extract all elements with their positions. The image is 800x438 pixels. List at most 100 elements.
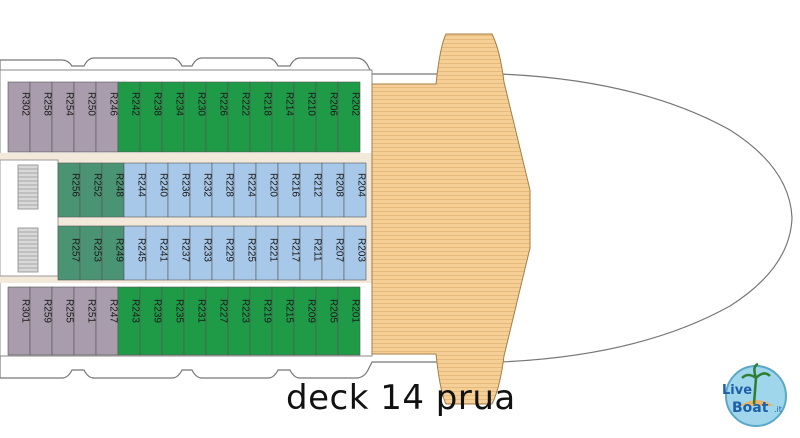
cabin-r302: R302 bbox=[7, 81, 31, 153]
cabin-r231: R231 bbox=[183, 286, 207, 356]
cabin-r238: R238 bbox=[139, 81, 163, 153]
cabin-r257: R257 bbox=[57, 225, 81, 281]
cabin-number: R243 bbox=[130, 299, 141, 323]
cabin-number: R218 bbox=[262, 92, 273, 116]
cabin-number: R223 bbox=[240, 299, 251, 323]
cabin-r246: R246 bbox=[95, 81, 119, 153]
cabin-r220: R220 bbox=[255, 162, 279, 218]
cabin-r255: R255 bbox=[51, 286, 75, 356]
cabin-number: R241 bbox=[158, 238, 169, 262]
cabin-r301: R301 bbox=[7, 286, 31, 356]
cabin-r247: R247 bbox=[95, 286, 119, 356]
cabin-number: R206 bbox=[328, 92, 339, 116]
cabin-number: R235 bbox=[174, 299, 185, 323]
cabin-number: R201 bbox=[350, 299, 361, 323]
island-icon bbox=[740, 400, 774, 406]
cabin-number: R217 bbox=[290, 238, 301, 262]
cabin-r244: R244 bbox=[123, 162, 147, 218]
cabin-number: R258 bbox=[42, 92, 53, 116]
cabin-number: R230 bbox=[196, 92, 207, 116]
cabin-r224: R224 bbox=[233, 162, 257, 218]
cabin-r256: R256 bbox=[57, 162, 81, 218]
cabin-number: R220 bbox=[268, 173, 279, 197]
cabin-r240: R240 bbox=[145, 162, 169, 218]
cabin-number: R227 bbox=[218, 299, 229, 323]
deck-caption: deck 14 prua bbox=[286, 378, 516, 418]
cabin-r230: R230 bbox=[183, 81, 207, 153]
cabin-number: R225 bbox=[246, 238, 257, 262]
cabin-number: R242 bbox=[130, 92, 141, 116]
cabin-number: R247 bbox=[108, 299, 119, 323]
cabin-number: R249 bbox=[114, 238, 125, 262]
cabin-number: R209 bbox=[306, 299, 317, 323]
cabin-r229: R229 bbox=[211, 225, 235, 281]
cabin-number: R237 bbox=[180, 238, 191, 262]
cabin-r236: R236 bbox=[167, 162, 191, 218]
cabin-r250: R250 bbox=[73, 81, 97, 153]
cabin-number: R214 bbox=[284, 92, 295, 116]
liveboat-logo: Live Boat .it bbox=[722, 362, 787, 427]
cabin-r216: R216 bbox=[277, 162, 301, 218]
cabin-r243: R243 bbox=[117, 286, 141, 356]
cabin-number: R238 bbox=[152, 92, 163, 116]
cabin-r254: R254 bbox=[51, 81, 75, 153]
cabin-number: R255 bbox=[64, 299, 75, 323]
cabin-number: R228 bbox=[224, 173, 235, 197]
cabin-number: R207 bbox=[334, 238, 345, 262]
cabin-r201: R201 bbox=[337, 286, 361, 356]
cabin-number: R302 bbox=[20, 92, 31, 116]
cabin-number: R231 bbox=[196, 299, 207, 323]
cabin-number: R259 bbox=[42, 299, 53, 323]
forward-deck bbox=[371, 33, 531, 405]
cabin-r221: R221 bbox=[255, 225, 279, 281]
cabin-r237: R237 bbox=[167, 225, 191, 281]
cabin-r258: R258 bbox=[29, 81, 53, 153]
cabin-number: R232 bbox=[202, 173, 213, 197]
cabin-r241: R241 bbox=[145, 225, 169, 281]
cabin-r235: R235 bbox=[161, 286, 185, 356]
cabin-r242: R242 bbox=[117, 81, 141, 153]
cabin-number: R234 bbox=[174, 92, 185, 116]
cabin-r232: R232 bbox=[189, 162, 213, 218]
cabin-r203: R203 bbox=[343, 225, 367, 281]
cabin-number: R248 bbox=[114, 173, 125, 197]
cabin-number: R257 bbox=[70, 238, 81, 262]
cabin-r239: R239 bbox=[139, 286, 163, 356]
cabin-r214: R214 bbox=[271, 81, 295, 153]
cabin-number: R301 bbox=[20, 299, 31, 323]
cabin-r202: R202 bbox=[337, 81, 361, 153]
cabin-number: R229 bbox=[224, 238, 235, 262]
cabin-r259: R259 bbox=[29, 286, 53, 356]
cabin-number: R256 bbox=[70, 173, 81, 197]
cabin-r228: R228 bbox=[211, 162, 235, 218]
cabin-number: R254 bbox=[64, 92, 75, 116]
logo-text-boat: Boat bbox=[732, 400, 769, 416]
cabin-number: R210 bbox=[306, 92, 317, 116]
cabin-number: R205 bbox=[328, 299, 339, 323]
cabin-number: R244 bbox=[136, 173, 147, 197]
cabin-r206: R206 bbox=[315, 81, 339, 153]
cabin-number: R233 bbox=[202, 238, 213, 262]
cabin-number: R250 bbox=[86, 92, 97, 116]
cabin-number: R240 bbox=[158, 173, 169, 197]
cabin-number: R208 bbox=[334, 173, 345, 197]
cabin-r210: R210 bbox=[293, 81, 317, 153]
cabin-number: R216 bbox=[290, 173, 301, 197]
cabin-r245: R245 bbox=[123, 225, 147, 281]
cabin-r211: R211 bbox=[299, 225, 323, 281]
cabin-r249: R249 bbox=[101, 225, 125, 281]
cabin-r218: R218 bbox=[249, 81, 273, 153]
cabin-number: R221 bbox=[268, 238, 279, 262]
cabin-r248: R248 bbox=[101, 162, 125, 218]
cabin-number: R236 bbox=[180, 173, 191, 197]
cabin-r207: R207 bbox=[321, 225, 345, 281]
cabin-r225: R225 bbox=[233, 225, 257, 281]
cabin-number: R245 bbox=[136, 238, 147, 262]
cabin-number: R211 bbox=[312, 238, 323, 262]
cabin-number: R224 bbox=[246, 173, 257, 197]
cabin-r212: R212 bbox=[299, 162, 323, 218]
cabin-r215: R215 bbox=[271, 286, 295, 356]
cabin-r209: R209 bbox=[293, 286, 317, 356]
